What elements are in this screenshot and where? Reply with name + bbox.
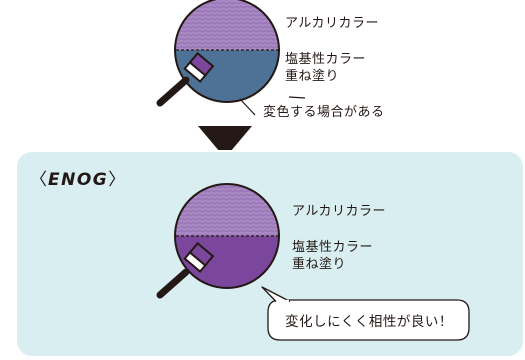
down-arrow-icon xyxy=(198,126,252,150)
top-paintbrush-icon xyxy=(156,51,215,107)
bottom-label-overlay: 重ね塗り xyxy=(292,257,347,272)
bottom-diagram xyxy=(156,183,470,341)
bubble-text: 変化しにくく相性が良い！ xyxy=(285,314,453,330)
top-diagram xyxy=(156,0,306,150)
speech-bubble xyxy=(267,299,470,341)
brand-label: 〈ENOG〉 xyxy=(30,165,126,190)
top-note: 変色する場合がある xyxy=(263,105,385,120)
top-swatch-circle xyxy=(174,0,280,103)
brand-close-bracket: 〉 xyxy=(108,170,127,190)
top-label-overlay: 重ね塗り xyxy=(285,69,340,84)
bottom-paintbrush-icon xyxy=(156,241,215,299)
top-label-alkali: アルカリカラー xyxy=(285,16,379,31)
brand-name: ENOG xyxy=(48,170,109,190)
bottom-label-basic: 塩基性カラー xyxy=(292,240,374,255)
bottom-swatch-circle xyxy=(174,183,280,289)
brand-open-bracket: 〈 xyxy=(30,170,48,190)
top-label-basic: 塩基性カラー xyxy=(285,52,367,67)
bottom-label-alkali: アルカリカラー xyxy=(292,204,386,219)
